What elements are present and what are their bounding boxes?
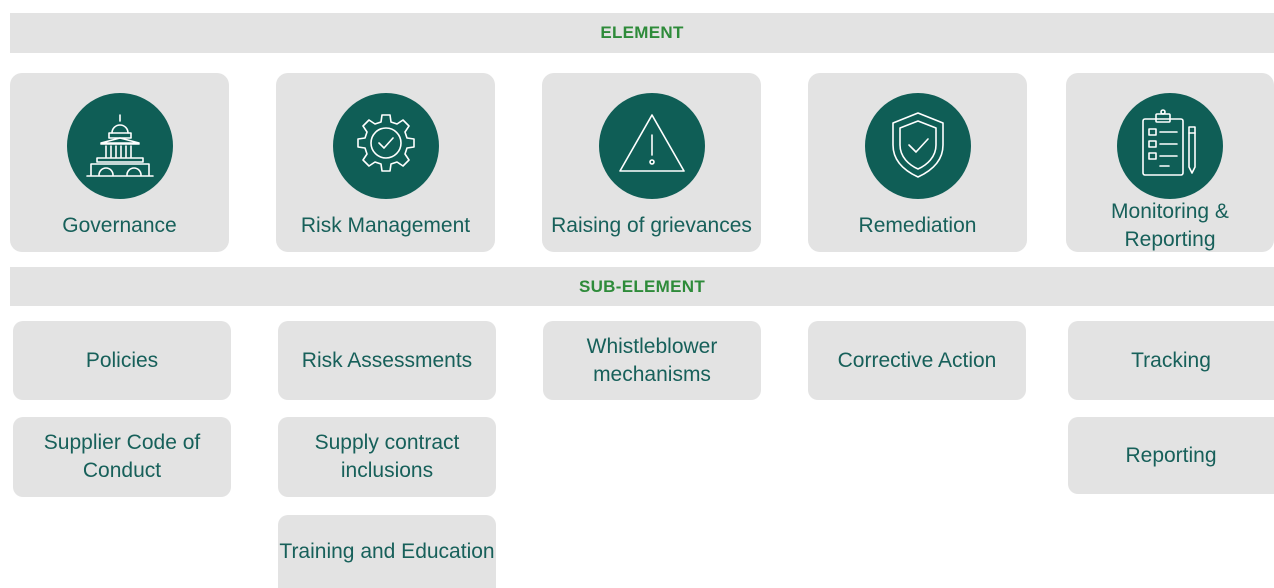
sub-element-supplier-code-of-conduct: Supplier Code of Conduct [13,417,231,497]
sub-element-supply-contract-inclusions: Supply contract inclusions [278,417,496,497]
sub-element-corrective-action: Corrective Action [808,321,1026,400]
element-label-risk-management: Risk Management [300,214,471,237]
element-card-governance: Governance [10,73,229,252]
element-header: ELEMENT [10,13,1274,53]
element-label-monitoring-reporting: Monitoring & Reporting [1111,200,1229,251]
government-building-icon [66,93,173,199]
sub-element-header: SUB-ELEMENT [10,267,1274,306]
element-card-risk-management: Risk Management [276,73,495,252]
warning-triangle-icon [598,93,705,199]
sub-element-policies: Policies [13,321,231,400]
element-card-raising-of-grievances: Raising of grievances [542,73,761,252]
element-label-raising-of-grievances: Raising of grievances [551,214,752,237]
element-card-remediation: Remediation [808,73,1027,252]
sub-element-whistleblower-mechanisms: Whistleblower mechanisms [543,321,761,400]
clipboard-checklist-icon [1117,93,1223,199]
sub-element-training-and-education: Training and Education [278,515,496,588]
element-label-governance: Governance [62,214,177,237]
element-card-monitoring-reporting: Monitoring & Reporting [1066,73,1274,252]
shield-check-icon [864,93,971,199]
sub-element-risk-assessments: Risk Assessments [278,321,496,400]
sub-element-tracking: Tracking [1068,321,1274,400]
sub-element-reporting: Reporting [1068,417,1274,494]
element-label-remediation: Remediation [858,214,977,237]
gear-check-icon [332,93,439,199]
